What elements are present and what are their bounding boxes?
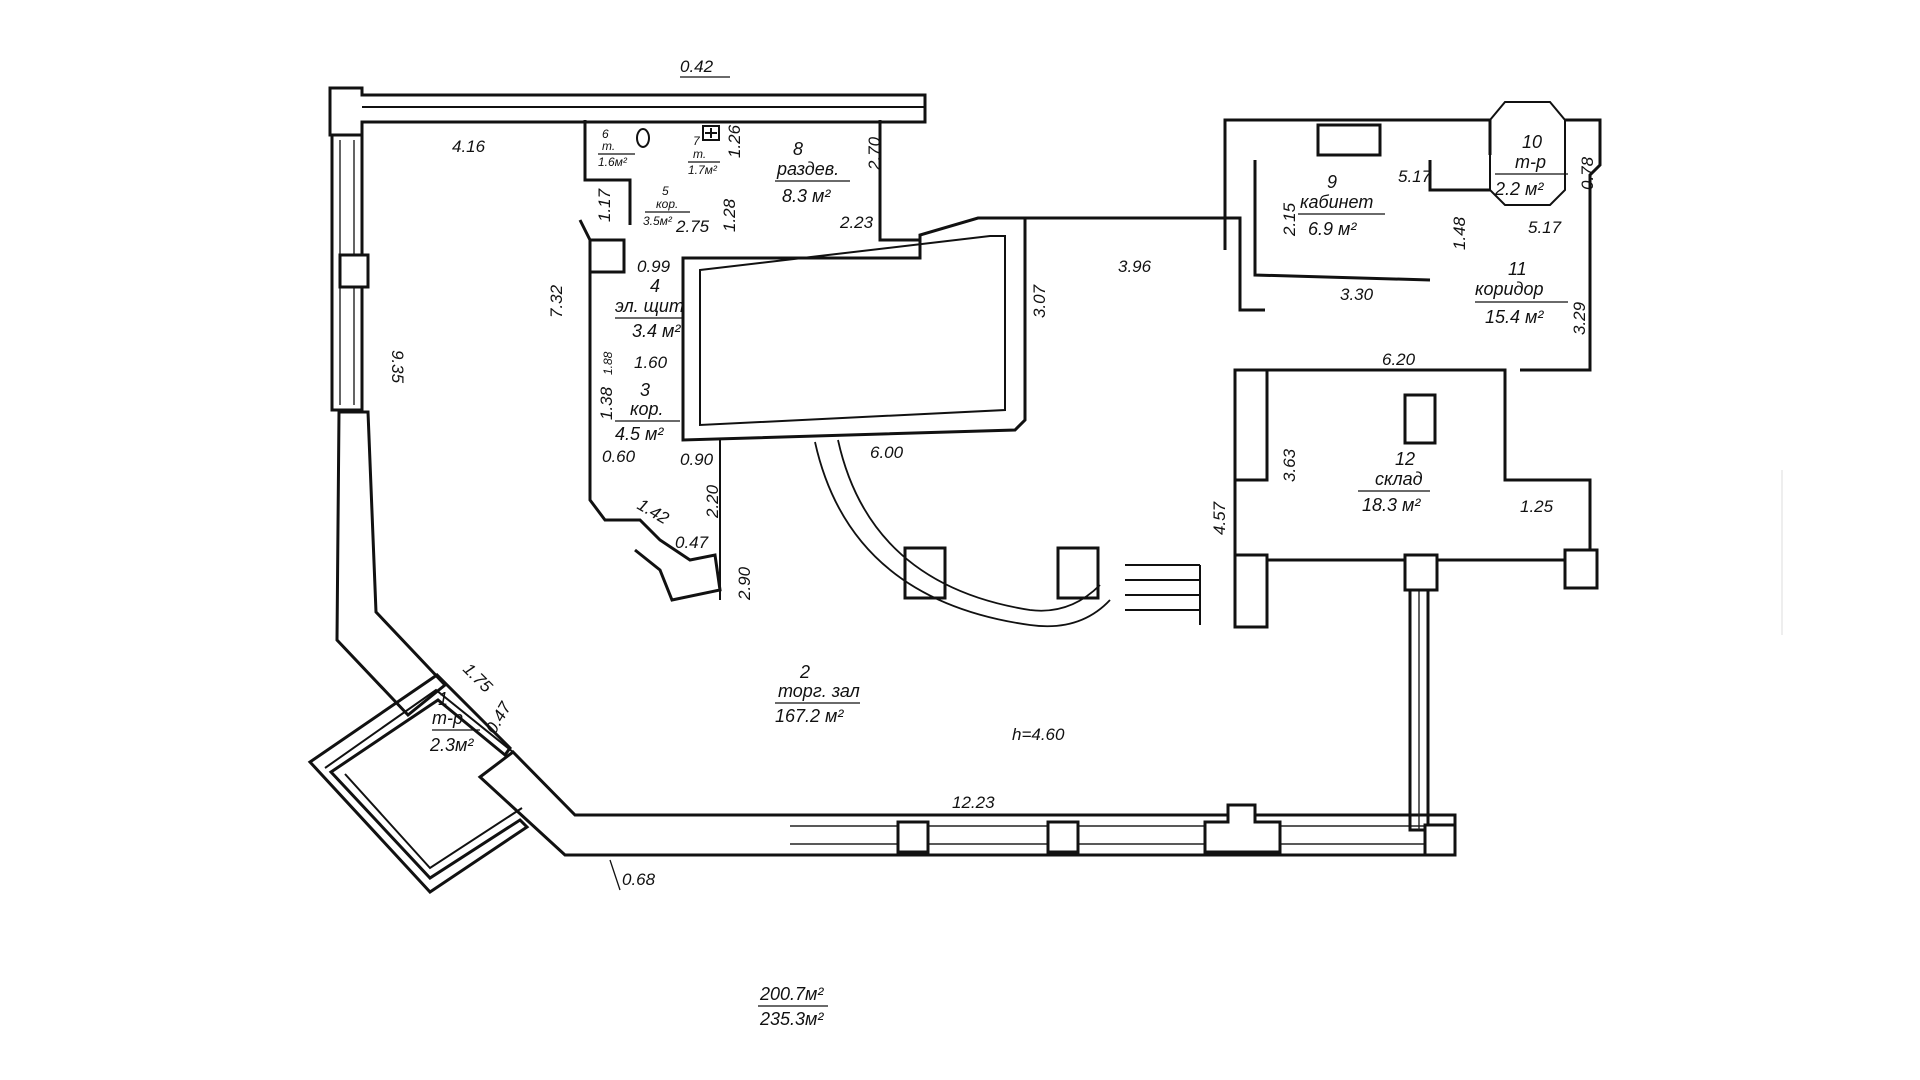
dim-label: 2.23 bbox=[839, 213, 874, 232]
dim-label: 9.35 bbox=[388, 350, 407, 384]
dim-label: 2.15 bbox=[1280, 202, 1299, 237]
room-12: 12 склад 18.3 м² bbox=[1358, 449, 1430, 515]
room-8-area: 8.3 м² bbox=[782, 186, 831, 206]
dim-label: 2.20 bbox=[703, 484, 722, 519]
dim-label: 1.75 bbox=[459, 659, 496, 696]
room-9-number: 9 bbox=[1327, 172, 1337, 192]
room-11: 11 коридор 15.4 м² bbox=[1475, 259, 1568, 327]
room-5-name: кор. bbox=[656, 197, 678, 211]
area-total: 235.3м² bbox=[759, 1009, 824, 1029]
room-4-area: 3.4 м² bbox=[632, 321, 681, 341]
area-main: 200.7м² bbox=[759, 984, 824, 1004]
room-7-name: т. bbox=[693, 147, 706, 161]
room-8-name: раздев. bbox=[776, 159, 839, 179]
room-7-number: 7 bbox=[693, 134, 701, 148]
area-totals: 200.7м² 235.3м² bbox=[758, 984, 828, 1029]
columns bbox=[338, 238, 1599, 857]
room-1-number: 1 bbox=[438, 689, 448, 709]
room-2: 2 торг. зал 167.2 м² bbox=[775, 662, 860, 726]
dim-label: 4.16 bbox=[452, 137, 486, 156]
room-5-area: 3.5м² bbox=[643, 214, 673, 228]
dim-label: 4.57 bbox=[1210, 501, 1229, 535]
room-1: 1 т-р 2.3м² bbox=[429, 689, 480, 755]
room-9: 9 кабинет 6.9 м² bbox=[1298, 172, 1385, 239]
dim-label: 1.48 bbox=[1450, 216, 1469, 250]
dim-label: 6.00 bbox=[870, 443, 904, 462]
dim-label: 3.29 bbox=[1570, 301, 1589, 335]
room-5: 5 кор. 3.5м² bbox=[643, 184, 690, 228]
dim-label: 0.47 bbox=[482, 698, 515, 737]
dim-label: 1.38 bbox=[597, 386, 616, 420]
dim-label: 3.96 bbox=[1118, 257, 1152, 276]
room-4-name: эл. щит bbox=[615, 296, 684, 316]
room-6: 6 т. 1.6м² bbox=[598, 127, 650, 169]
dim-label: 0.90 bbox=[680, 450, 714, 469]
dim-label: 2.90 bbox=[735, 566, 754, 601]
room-2-area: 167.2 м² bbox=[775, 706, 844, 726]
room-10-name: т-р bbox=[1515, 152, 1546, 172]
dim-label: 1.28 bbox=[720, 198, 739, 232]
room-9-area: 6.9 м² bbox=[1308, 219, 1357, 239]
room-6-area: 1.6м² bbox=[598, 155, 628, 169]
dim-label: 1.25 bbox=[1520, 497, 1554, 516]
room-12-name: склад bbox=[1375, 469, 1423, 489]
room-9-name: кабинет bbox=[1300, 192, 1373, 212]
room-8-number: 8 bbox=[793, 139, 803, 159]
room-1-area: 2.3м² bbox=[429, 735, 474, 755]
room-10: 10 т-р 2.2 м² bbox=[1494, 132, 1568, 199]
room-6-number: 6 bbox=[602, 127, 609, 141]
room-1-name: т-р bbox=[432, 708, 463, 728]
dim-label: 7.32 bbox=[547, 284, 566, 318]
room-8: 8 раздев. 8.3 м² bbox=[775, 139, 850, 206]
room-11-number: 11 bbox=[1508, 259, 1527, 279]
dim-label: 1.60 bbox=[634, 353, 668, 372]
dim-label: 0.68 bbox=[622, 870, 656, 889]
room-5-number: 5 bbox=[662, 184, 669, 198]
room-2-name: торг. зал bbox=[778, 681, 860, 701]
room-12-number: 12 bbox=[1395, 449, 1415, 469]
dim-label: 1.42 bbox=[634, 495, 673, 528]
dim-label: 5.17 bbox=[1528, 218, 1562, 237]
dim-label: 3.07 bbox=[1030, 284, 1049, 318]
dim-label: 0.99 bbox=[637, 257, 671, 276]
dim-label: 1.88 bbox=[601, 351, 615, 375]
room-4-number: 4 bbox=[650, 276, 660, 296]
room-11-area: 15.4 м² bbox=[1485, 307, 1544, 327]
room-6-name: т. bbox=[602, 139, 615, 153]
dim-label: 0.42 bbox=[680, 57, 714, 76]
dim-label: 0.47 bbox=[675, 533, 709, 552]
room-12-area: 18.3 м² bbox=[1362, 495, 1421, 515]
dim-label: 2.75 bbox=[675, 217, 710, 236]
room-10-number: 10 bbox=[1522, 132, 1542, 152]
dim-label: 2.70 bbox=[865, 136, 884, 171]
room-10-area: 2.2 м² bbox=[1494, 179, 1544, 199]
room-3-name: кор. bbox=[630, 399, 664, 419]
walls bbox=[307, 86, 1602, 894]
dim-label: 3.63 bbox=[1280, 448, 1299, 482]
room-7: 7 т. 1.7м² bbox=[688, 125, 720, 177]
room-3-number: 3 bbox=[640, 380, 650, 400]
dim-label: 5.17 bbox=[1398, 167, 1432, 186]
dim-label: 3.30 bbox=[1340, 285, 1374, 304]
dim-label: 12.23 bbox=[952, 793, 995, 812]
dim-label: 1.26 bbox=[725, 124, 744, 158]
room-7-area: 1.7м² bbox=[688, 163, 718, 177]
ceiling-height: h=4.60 bbox=[1012, 725, 1065, 744]
room-3-area: 4.5 м² bbox=[615, 424, 664, 444]
dim-label: 6.20 bbox=[1382, 350, 1416, 369]
arch-stairs bbox=[814, 439, 1201, 628]
dim-label: 0.60 bbox=[602, 447, 636, 466]
dim-label: 1.17 bbox=[595, 188, 614, 222]
room-4: 4 эл. щит 3.4 м² bbox=[615, 276, 684, 341]
room-3: 3 кор. 4.5 м² bbox=[615, 380, 680, 444]
room-11-name: коридор bbox=[1475, 279, 1544, 299]
room-2-number: 2 bbox=[799, 662, 810, 682]
dim-label: 0.78 bbox=[1578, 156, 1597, 190]
